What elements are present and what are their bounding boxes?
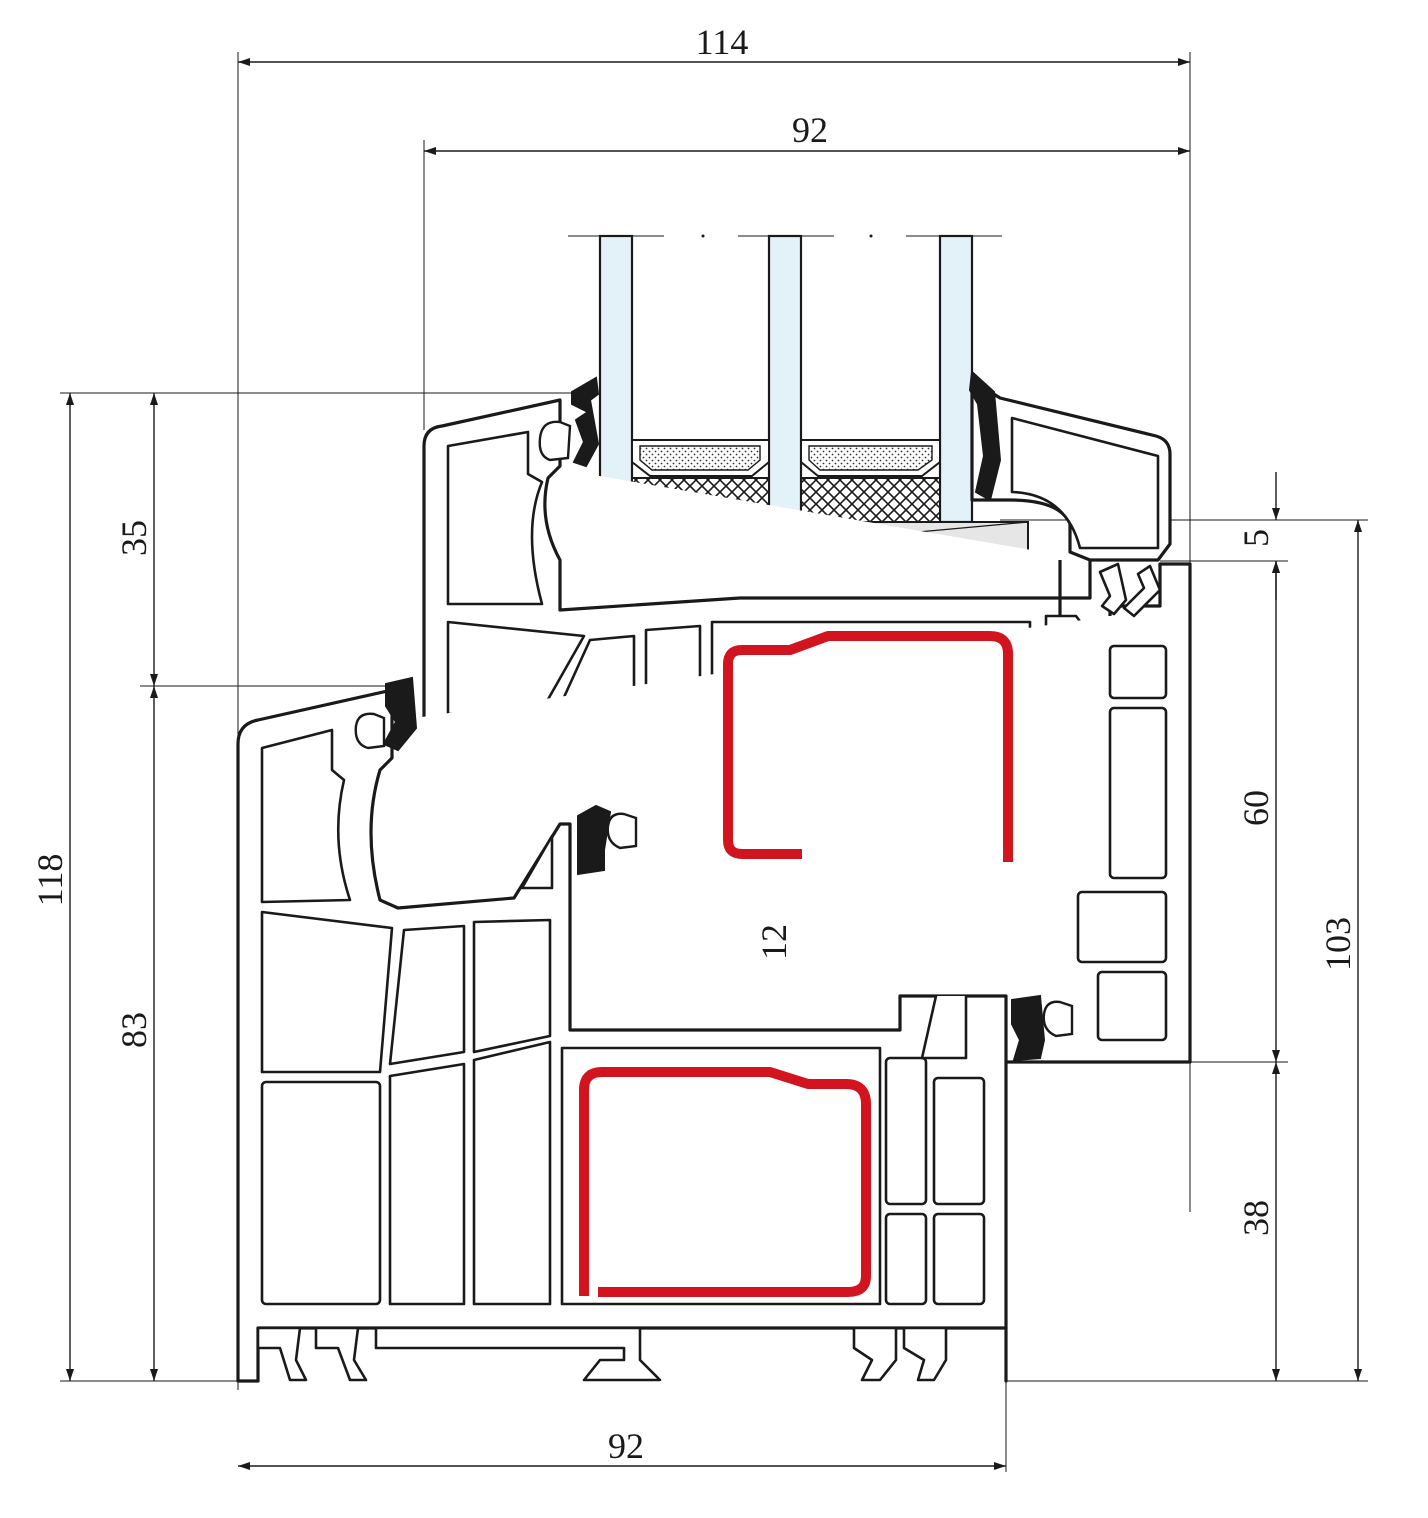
dim-label-92-bottom: 92: [608, 1426, 644, 1466]
glazing-gasket-outer: [571, 376, 600, 468]
glass-dot-2: [869, 234, 873, 238]
glass-pane-inner: [938, 234, 974, 524]
reinforcements: [579, 631, 1013, 1297]
dim-label-118: 118: [30, 854, 70, 907]
glass-pane-middle: [767, 234, 803, 524]
frame-chamber-5: [260, 1080, 382, 1306]
corner-hook-2: [1122, 564, 1162, 618]
frame-reinforcement-chamber: [560, 1046, 882, 1306]
frame-foot-3: [374, 1326, 662, 1382]
frame-foot-4: [852, 1326, 898, 1382]
glass-dot-1: [701, 234, 705, 238]
frame-foot-5: [902, 1326, 948, 1382]
desiccant-2: [808, 445, 933, 471]
frame-profile: [236, 562, 1192, 1383]
frame-chamber-11: [932, 1212, 986, 1306]
dim-label-114: 114: [696, 22, 749, 62]
desiccant-1: [639, 445, 761, 471]
dim-label-83: 83: [114, 1012, 154, 1048]
frame-chamber-13: [1108, 706, 1168, 880]
frame-chamber-14: [1076, 890, 1168, 964]
frame-chamber-10: [884, 1212, 928, 1306]
frame-chamber-4: [472, 918, 552, 1054]
frame-foot-1: [256, 1326, 308, 1382]
frame-chamber-1: [260, 728, 352, 904]
glazing-gasket-inner: [968, 369, 1002, 502]
dim-label-92-top: 92: [792, 110, 828, 150]
dim-label-103: 103: [1318, 917, 1358, 971]
dimension-labels: 114 92 92 118 35 83 5 60 103 12 38: [30, 22, 1358, 1466]
glazing-bead-chamber: [1010, 416, 1160, 550]
frame-chamber-16: [520, 834, 554, 890]
middle-seal: [577, 804, 612, 876]
frame-chamber-15: [1096, 970, 1168, 1042]
sash-steel-reinforcement: [723, 631, 1013, 862]
dim-label-12: 12: [754, 924, 794, 960]
inner-frame-seal: [1011, 994, 1046, 1062]
glass-pane-outer: [598, 234, 634, 524]
sash-outer-seal-bulb: [354, 712, 386, 750]
corner-hook-1: [1098, 562, 1128, 616]
dim-label-60: 60: [1236, 790, 1276, 826]
overlap-rib: [900, 994, 1006, 1060]
sash-outer-seal: [382, 676, 418, 752]
frame-chamber-6: [388, 1062, 466, 1306]
gaskets: [354, 369, 1162, 1062]
frame-foot-2: [314, 1326, 368, 1382]
glazing-gasket-outer-bulb: [538, 420, 572, 462]
sash-chamber-1: [446, 430, 544, 606]
inner-frame-seal-bulb: [1042, 1000, 1074, 1038]
frame-chamber-3: [388, 924, 466, 1066]
frame-steel-reinforcement: [579, 1067, 871, 1297]
frame-chamber-7: [472, 1040, 552, 1306]
frame-chamber-9: [932, 1076, 986, 1206]
frame-chamber-12: [1108, 644, 1168, 700]
dim-label-35: 35: [114, 520, 154, 556]
dim-label-38: 38: [1236, 1200, 1276, 1236]
dim-label-5: 5: [1236, 529, 1276, 547]
frame-chamber-2: [260, 910, 394, 1074]
middle-seal-bulb: [606, 812, 638, 850]
frame-chamber-8: [884, 1056, 928, 1206]
